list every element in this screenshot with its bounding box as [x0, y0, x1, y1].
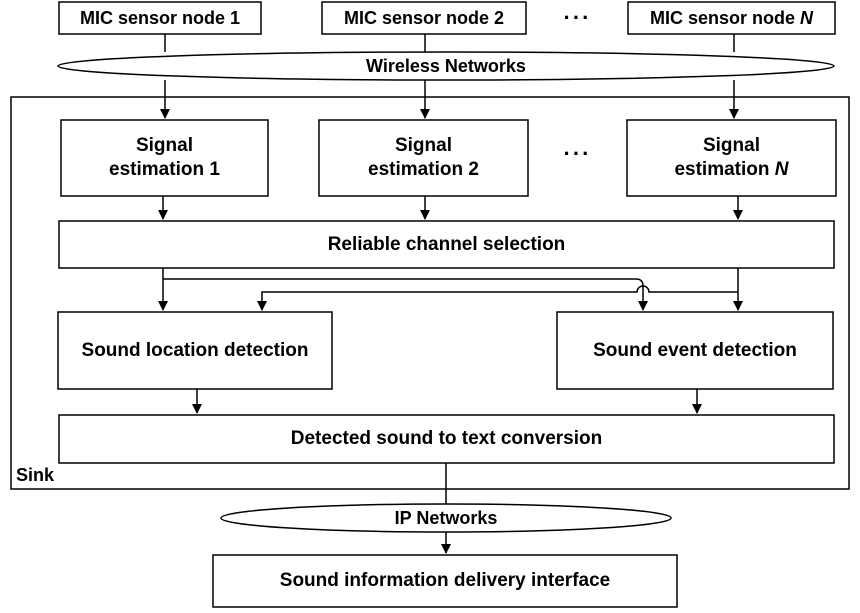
detected-sound-to-text-label: Detected sound to text conversion [290, 428, 603, 450]
signal-estimation-n-number: N [774, 159, 789, 180]
sink-label: Sink [16, 465, 55, 485]
sensor-node-1-number: 1 [230, 7, 241, 28]
signal-estimation-1-line2-text: estimation [109, 159, 210, 180]
signal-estimation-2-line2-text: estimation [368, 159, 469, 180]
sound-event-detection-label: Sound event detection [593, 339, 797, 361]
signal-estimation-n-line2-text: estimation [674, 159, 775, 180]
delivery-interface-box [212, 554, 678, 608]
signal-estimation-n-label: Signal estimation N [627, 120, 836, 196]
sensor-node-1-prefix: MIC sensor node [79, 7, 230, 28]
signal-estimation-2-line2: estimation 2 [368, 158, 479, 182]
sensor-node-2-box [321, 1, 527, 35]
sensor-node-1-label: MIC sensor node 1 [59, 2, 261, 34]
sound-location-detection-label: Sound location detection [81, 339, 309, 361]
signal-estimation-n-line1: Signal [702, 135, 760, 157]
sensor-node-1-box [58, 1, 262, 35]
signal-estimation-1-label: Signal estimation 1 [61, 120, 268, 196]
sound-event-detection-box [556, 311, 834, 390]
signal-estimation-1-line2: estimation 1 [109, 158, 220, 182]
signal-estimation-n-box [626, 119, 837, 197]
sensor-node-n-prefix: MIC sensor node [649, 7, 801, 28]
reliable-channel-selection-label: Reliable channel selection [327, 233, 566, 255]
reliable-channel-selection-box [58, 220, 835, 269]
top-ellipsis: ··· [563, 5, 592, 31]
delivery-interface-label: Sound information delivery interface [279, 570, 611, 592]
signal-estimation-1-box [60, 119, 269, 197]
signal-estimation-2-line1: Signal [394, 135, 452, 157]
mid-ellipsis: ··· [563, 141, 592, 167]
sensor-node-2-prefix: MIC sensor node [343, 7, 494, 28]
selection-to-event-cross-route [163, 278, 648, 311]
signal-estimation-2-box [318, 119, 529, 197]
sensor-node-n-number: N [800, 7, 814, 28]
ip-networks-label: IP Networks [394, 507, 498, 528]
sink-container [10, 96, 850, 490]
sound-location-detection-box [57, 311, 333, 390]
selection-to-location-cross-route [257, 285, 738, 311]
detected-sound-to-text-box [58, 414, 835, 464]
signal-estimation-1-number: 1 [209, 159, 220, 180]
sensor-node-2-number: 2 [494, 7, 505, 28]
sensor-node-n-box [627, 1, 836, 35]
sensor-node-n-label: MIC sensor node N [628, 2, 835, 34]
signal-estimation-2-label: Signal estimation 2 [319, 120, 528, 196]
signal-estimation-2-number: 2 [468, 159, 479, 180]
signal-estimation-1-line1: Signal [135, 135, 193, 157]
wireless-networks-ellipse [57, 51, 835, 81]
wireless-networks-label: Wireless Networks [366, 55, 526, 76]
sensor-node-2-label: MIC sensor node 2 [322, 2, 526, 34]
signal-estimation-n-line2: estimation N [674, 158, 788, 182]
